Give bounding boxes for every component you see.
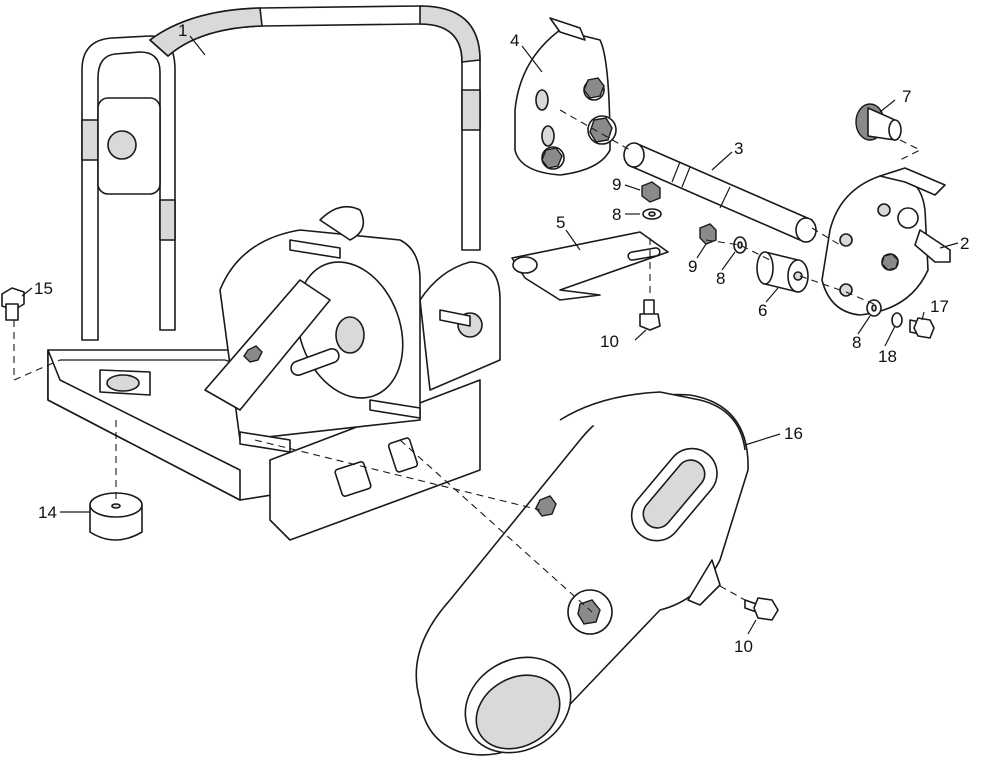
hardware-bolt-10-lower [744,597,779,621]
callout-8-upper: 8 [612,205,621,224]
part-4-left-plate [514,17,617,176]
hardware-washer-8-right [866,299,882,317]
part-7-cap [855,103,902,141]
callout-3: 3 [734,139,743,158]
part-1-handle [81,5,481,341]
part-16-belt-cover [415,391,749,756]
hardware-washer-8-upper [642,208,662,220]
hardware-washer-18 [891,312,903,328]
part-6-bushing [756,251,809,293]
callout-15: 15 [34,279,53,298]
hardware-nut-9-upper [641,181,661,203]
callout-7: 7 [902,87,911,106]
callout-9-lower: 9 [688,257,697,276]
callout-8-right: 8 [852,333,861,352]
callout-14: 14 [38,503,57,522]
hardware-bolt-17 [909,317,935,339]
callout-17: 17 [930,297,949,316]
part-14-rubber-foot [89,492,143,541]
callout-10-upper: 10 [600,332,619,351]
part-3-shaft [623,142,817,243]
callouts: 1 2 3 4 5 6 7 8 8 8 9 9 10 10 14 15 16 1… [34,21,969,656]
callout-10-lower: 10 [734,637,753,656]
hardware-washer-8-lower [733,236,747,254]
callout-6: 6 [758,301,767,320]
hardware-bolt-15 [1,287,25,321]
alignment-lines [13,109,922,613]
callout-4: 4 [510,31,519,50]
leader-lines [21,35,959,635]
callout-1: 1 [178,21,187,40]
base-frame-assembly [47,205,501,541]
hardware-nut-9-lower [699,223,717,245]
hardware-bolt-10-upper [639,299,661,331]
part-5-strap-bracket [511,231,669,301]
callout-8-lower: 8 [716,269,725,288]
callout-9-upper: 9 [612,175,621,194]
callout-5: 5 [556,213,565,232]
callout-2: 2 [960,234,969,253]
part-2-right-plate [821,167,951,316]
callout-16: 16 [784,424,803,443]
callout-18: 18 [878,347,897,366]
